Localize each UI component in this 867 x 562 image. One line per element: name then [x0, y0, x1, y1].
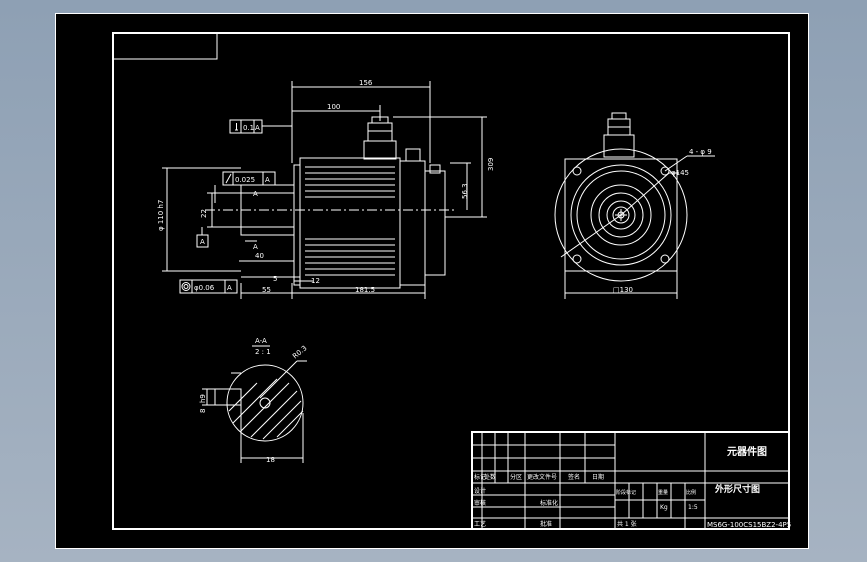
tb-row-label: 审核 — [474, 499, 486, 507]
dim-22: 22 — [200, 209, 208, 218]
tb-extra-label: 标准化 — [540, 499, 558, 507]
tb-sheet: 共 1 张 — [617, 520, 637, 528]
tb-scale: 1:5 — [688, 504, 698, 511]
section-mark-a-bottom: A — [253, 243, 258, 251]
dim-4-holes: 4 - φ 9 — [689, 148, 712, 156]
section-mark-a-top: A — [253, 190, 258, 198]
dim-bolt-circle: φ145 — [671, 169, 689, 177]
perpendicularity-frame: 0.1 A — [229, 119, 292, 134]
dim-55: 55 — [262, 286, 271, 294]
tb-weight-unit: Kg — [660, 504, 668, 511]
corner-code-box — [112, 32, 218, 60]
dim-156: 156 — [359, 79, 373, 87]
dim-section-18: 18 — [266, 456, 275, 464]
datum-a-box: A — [196, 227, 209, 248]
dim-section-r: R0.3 — [291, 344, 308, 360]
dimension-lines — [162, 81, 487, 299]
svg-text:A: A — [255, 124, 260, 132]
dim-section-8: 8 — [199, 409, 207, 413]
svg-text:0.1: 0.1 — [243, 124, 254, 132]
dim-flange-130: □130 — [613, 286, 633, 294]
drawing-canvas: 156 100 309 56.3 φ 110 h7 22 40 5 12 55 … — [55, 13, 809, 549]
square-flange — [564, 158, 678, 272]
tb-stage-label: 重量 — [658, 489, 668, 496]
dim-section-h9: h9 — [199, 394, 207, 403]
rear-housing — [399, 160, 426, 286]
section-a-a: A-A 2 : 1 R0.3 8 h9 18 — [199, 337, 309, 464]
flange — [293, 164, 301, 286]
tb-row-label: 设计 — [474, 487, 486, 495]
tb-col-label: 日期 — [592, 473, 604, 481]
mount-hole — [572, 254, 582, 264]
runout-frame: 0.025 A — [214, 171, 276, 203]
tb-stage-label: 阶段标记 — [616, 489, 636, 496]
end-view: □130 4 - φ 9 φ145 — [554, 112, 715, 299]
dim-181-5: 181.5 — [355, 286, 375, 294]
tb-drawing-name: 外形尺寸图 — [714, 483, 760, 495]
svg-text:A: A — [200, 238, 205, 246]
svg-text:0.025: 0.025 — [235, 176, 255, 184]
section-title: A-A — [255, 337, 267, 345]
dim-5: 5 — [273, 275, 277, 283]
tb-row-label: 标记 — [474, 473, 486, 481]
cad-drawing-sheet: 156 100 309 56.3 φ 110 h7 22 40 5 12 55 … — [55, 13, 809, 549]
dim-12: 12 — [311, 277, 320, 285]
tb-company: 元器件图 — [727, 445, 767, 458]
tb-col-label: 更改文件号 — [527, 473, 557, 481]
keyway — [214, 388, 242, 406]
encoder-cover — [424, 170, 446, 276]
dim-shaft-diameter: φ 110 h7 — [157, 200, 165, 231]
outer-frame — [55, 13, 809, 549]
top-connector — [363, 116, 421, 162]
outer-circle — [554, 148, 688, 282]
inner-frame — [112, 32, 790, 530]
mount-hole — [660, 254, 670, 264]
mount-hole — [660, 166, 670, 176]
tb-stage-label: 比例 — [686, 489, 696, 496]
dim-56-3: 56.3 — [461, 183, 469, 199]
tb-col-label: 签名 — [568, 473, 580, 481]
dim-100: 100 — [327, 103, 340, 111]
dim-40: 40 — [255, 252, 264, 260]
section-scale: 2 : 1 — [255, 348, 271, 356]
tb-col-label: 分区 — [510, 473, 522, 481]
tb-extra-label: 批准 — [540, 520, 552, 528]
cooling-fins — [305, 166, 395, 276]
mount-hole — [572, 166, 582, 176]
shaft-section-circle — [226, 364, 304, 442]
dim-309: 309 — [487, 158, 495, 171]
tb-row-label: 工艺 — [474, 520, 486, 528]
title-block: 标记 设计 审核 工艺 处数 分区 更改文件号 签名 日期 标准化 批准 阶段标… — [471, 431, 791, 530]
coaxiality-frame: φ0.06 A — [179, 279, 238, 294]
front-view: 156 100 309 56.3 φ 110 h7 22 40 5 12 55 … — [157, 79, 495, 299]
svg-text:A: A — [227, 284, 232, 292]
svg-text:A: A — [265, 176, 270, 184]
tb-col-label: 处数 — [484, 473, 496, 481]
tb-part-number: MS6G-100CS15BZ2-4P5 — [707, 521, 791, 529]
svg-text:φ0.06: φ0.06 — [194, 284, 215, 292]
